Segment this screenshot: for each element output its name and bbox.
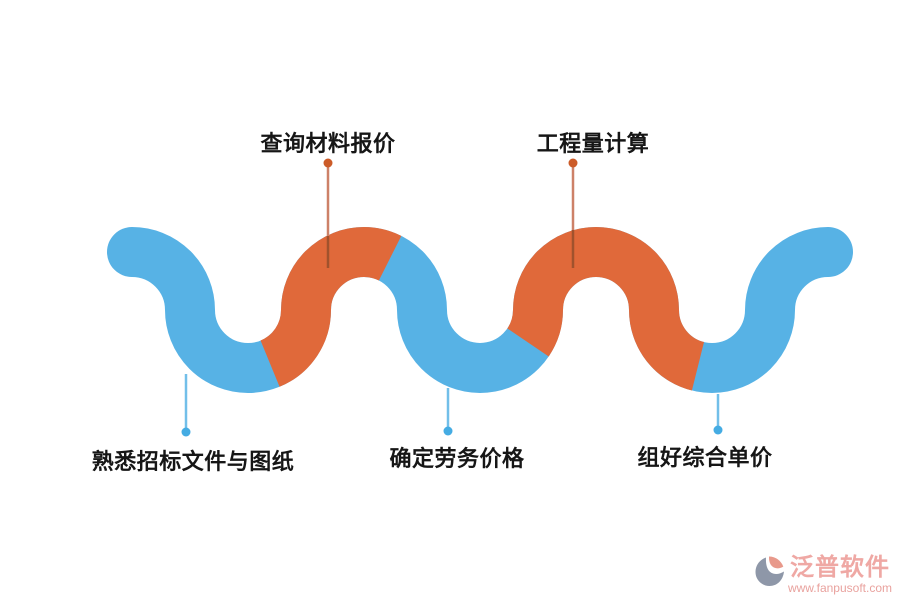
step-compose-unit-price-dot (713, 425, 723, 435)
label-pointer-lines (181, 158, 723, 437)
brand-name: 泛普软件 (789, 554, 890, 581)
wave-ribbon-blue (107, 227, 853, 393)
step-determine-labor-price-label: 确定劳务价格 (389, 446, 525, 471)
brand-url: www.fanpusoft.com (787, 581, 892, 595)
step-quantity-calculation-label: 工程量计算 (536, 131, 650, 156)
step-review-bid-documents-dot (181, 427, 191, 437)
step-compose-unit-price-label: 组好综合单价 (637, 445, 773, 470)
fanpu-logo-icon (755, 556, 784, 586)
step-determine-labor-price-dot (443, 426, 453, 436)
step-query-material-quote-label: 查询材料报价 (260, 131, 396, 156)
step-quantity-calculation-dot (568, 158, 578, 168)
step-review-bid-documents-label: 熟悉招标文件与图纸 (91, 449, 295, 474)
brand-watermark: 泛普软件 www.fanpusoft.com (754, 556, 892, 594)
step-query-material-quote-dot (323, 158, 333, 168)
